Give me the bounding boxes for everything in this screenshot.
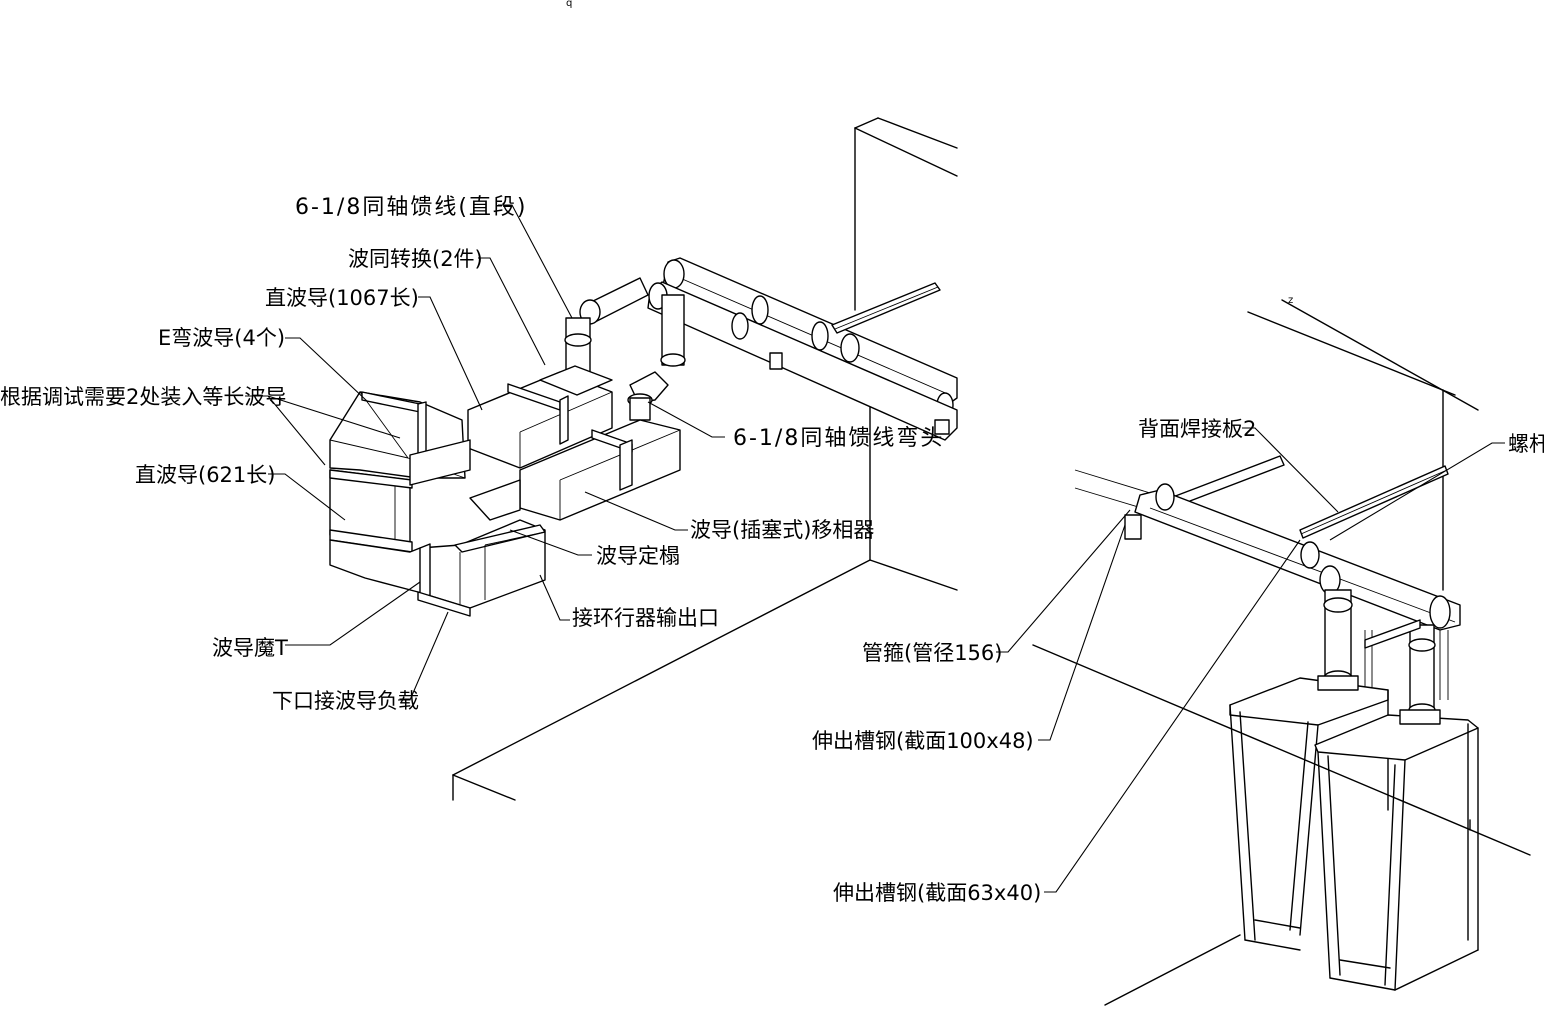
- label-back-weld-plate: 背面焊接板2: [1138, 417, 1256, 441]
- label-phase-shifter: 波导(插塞式)移相器: [690, 518, 874, 542]
- mark-top: q: [566, 0, 572, 9]
- drawing-labels: 6-1/8同轴馈线(直段) 波同转换(2件) 直波导(1067长) E弯波导(4…: [0, 0, 1544, 905]
- channel-rail-left: [769, 282, 950, 435]
- label-screw-rod: 螺杆: [1508, 432, 1544, 456]
- label-equal-length-note: 根据调试需要2处装入等长波导: [0, 385, 286, 409]
- label-coax-elbow: 6-1/8同轴馈线弯头: [733, 426, 944, 451]
- label-straight-wg-1067: 直波导(1067长): [265, 286, 419, 310]
- coax-feeder-lower: [647, 281, 958, 441]
- label-wg-coax-transition: 波同转换(2件): [348, 247, 483, 271]
- label-straight-wg-621: 直波导(621长): [135, 463, 275, 487]
- label-wg-bracket: 波导定榻: [596, 544, 680, 568]
- label-channel-100: 伸出槽钢(截面100x48): [812, 729, 1034, 753]
- right-wall-structure: [1032, 299, 1531, 1006]
- label-coax-straight: 6-1/8同轴馈线(直段): [295, 195, 528, 220]
- leader-lines: [245, 204, 1505, 893]
- label-circulator-output: 接环行器输出口: [572, 606, 719, 630]
- left-wall-structure: [452, 117, 958, 801]
- label-e-bend: E弯波导(4个): [158, 326, 285, 350]
- label-lower-load: 下口接波导负载: [272, 689, 419, 713]
- mark-right: z: [1288, 295, 1293, 306]
- label-pipe-clamp: 管箍(管径156): [862, 641, 1002, 665]
- coax-feeder-right: [1124, 483, 1461, 631]
- label-magic-tee: 波导魔T: [212, 636, 288, 660]
- label-channel-63: 伸出槽钢(截面63x40): [833, 881, 1041, 905]
- waveguide-assembly: [329, 365, 681, 617]
- load-frames-right: [1229, 675, 1479, 991]
